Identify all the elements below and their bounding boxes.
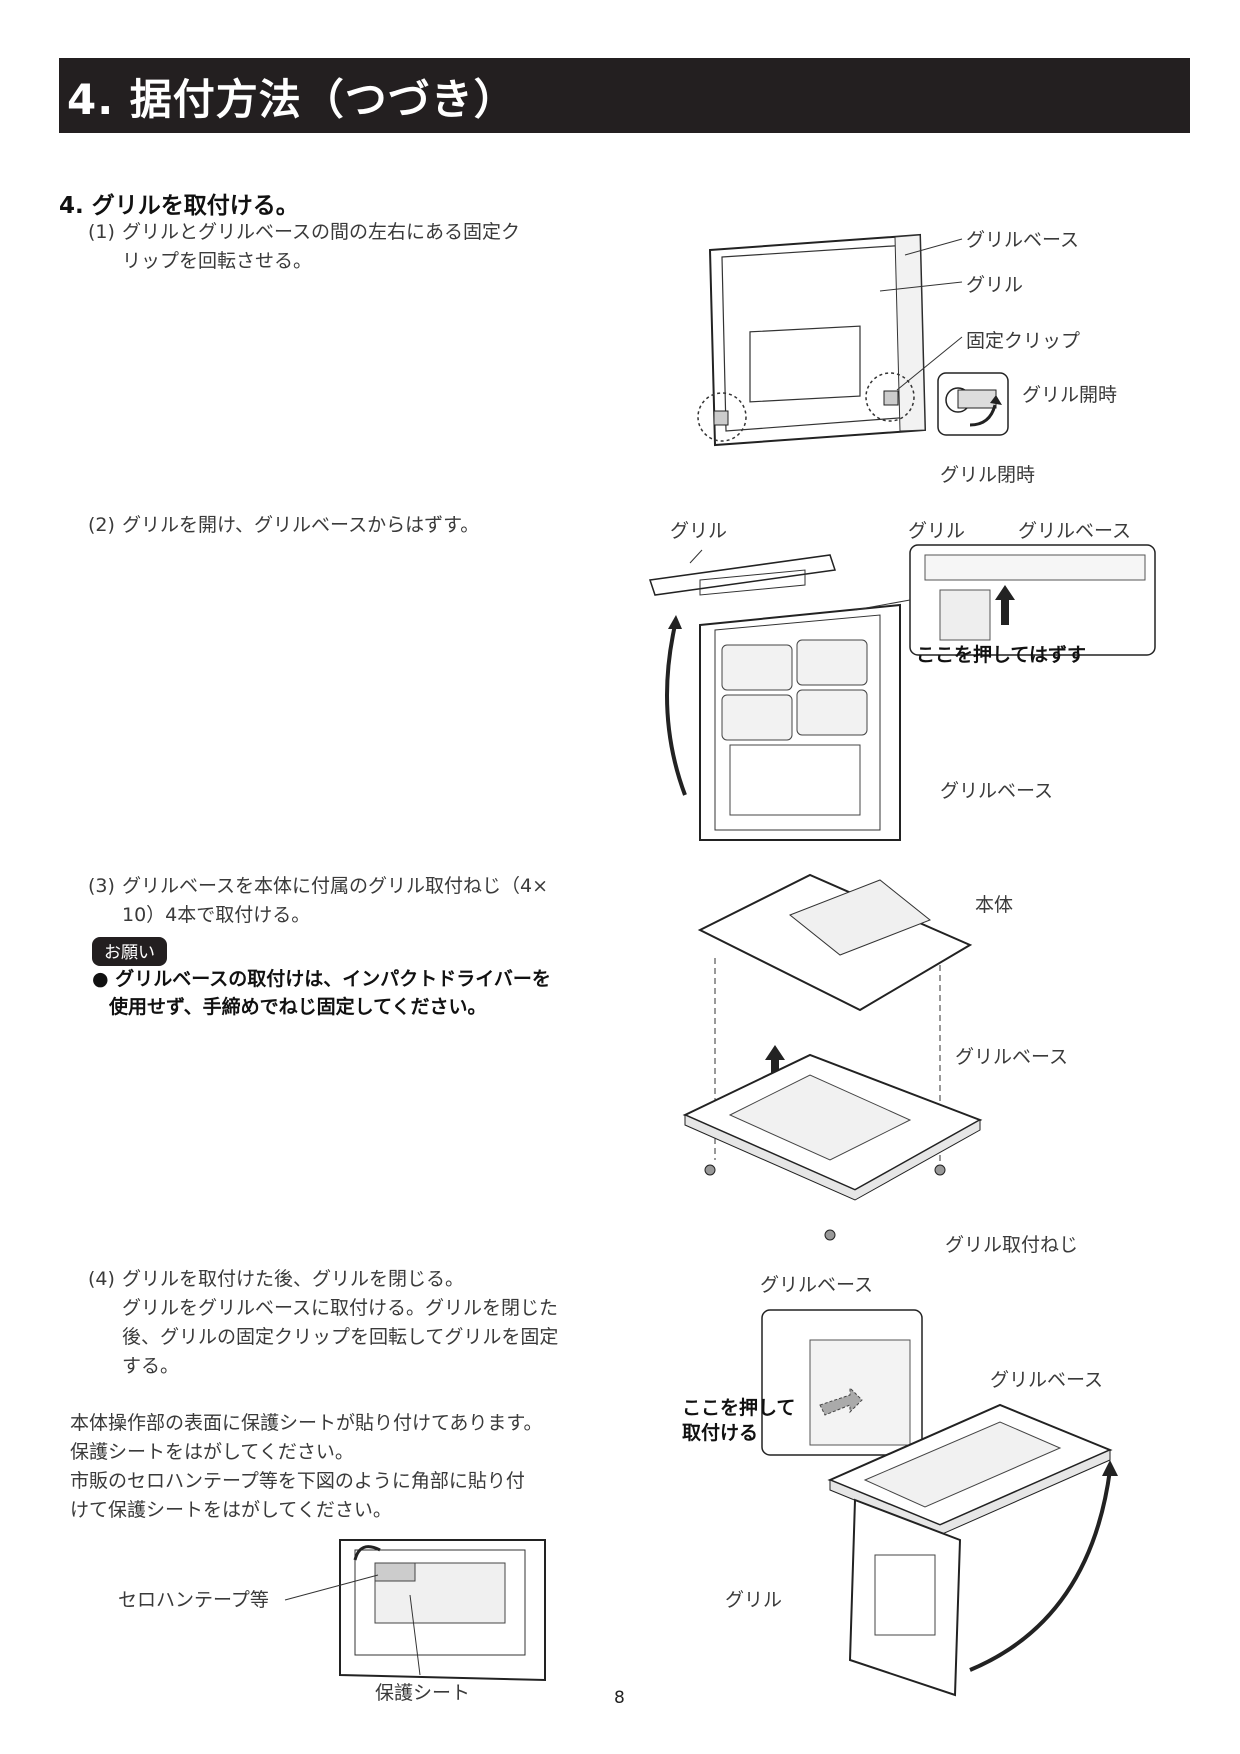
label-grille-closed: グリル閉時 bbox=[940, 464, 1036, 486]
figure-protect-sheet bbox=[284, 1539, 546, 1682]
label-push-attach: ここを押して bbox=[682, 1397, 796, 1419]
substep-line: グリルを取付けた後、グリルを閉じる。 bbox=[122, 1268, 465, 1290]
label-push-release: ここを押してはずす bbox=[916, 644, 1087, 666]
substep-3: (3) グリルベースを本体に付属のグリル取付ねじ（4× 10）4本で取付ける。 bbox=[88, 872, 548, 930]
substep-number: (4) bbox=[88, 1268, 115, 1290]
label-grille-base: グリルベース bbox=[1018, 520, 1132, 542]
note-line: 保護シートをはがしてください。 bbox=[70, 1441, 354, 1463]
substep-line: 10）4本で取付ける。 bbox=[122, 904, 311, 926]
label-grille-screw: グリル取付ねじ bbox=[945, 1234, 1079, 1256]
page-number: 8 bbox=[614, 1688, 625, 1708]
step-heading: 4. グリルを取付ける。 bbox=[59, 193, 299, 219]
label-grille-base: グリルベース bbox=[955, 1046, 1069, 1068]
figure-grille-clip bbox=[697, 233, 1009, 447]
figure-grille-attach bbox=[761, 1309, 1118, 1697]
protect-sheet-note: 本体操作部の表面に保護シートが貼り付けてあります。 保護シートをはがしてください… bbox=[70, 1409, 543, 1525]
substep-1: (1) グリルとグリルベースの間の左右にある固定ク リップを回転させる。 bbox=[88, 218, 520, 276]
label-push-attach: 取付ける bbox=[682, 1422, 759, 1444]
note-line: 市販のセロハンテープ等を下図のように角部に貼り付 bbox=[70, 1470, 525, 1492]
label-grille: グリル bbox=[725, 1589, 783, 1611]
page-title: 4. 据付方法（つづき） bbox=[67, 75, 517, 124]
substep-4: (4) グリルを取付けた後、グリルを閉じる。 グリルをグリルベースに取付ける。グ… bbox=[88, 1265, 558, 1381]
label-grille-base: グリルベース bbox=[966, 229, 1080, 251]
label-grille: グリル bbox=[908, 520, 966, 542]
substep-line: グリルを開け、グリルベースからはずす。 bbox=[122, 514, 480, 536]
figure-grille-open bbox=[649, 544, 1156, 841]
substep-2: (2) グリルを開け、グリルベースからはずす。 bbox=[88, 511, 479, 540]
substep-number: (3) bbox=[88, 875, 115, 897]
notice-line: 使用せず、手締めでねじ固定してください。 bbox=[109, 996, 487, 1018]
label-grille: グリル bbox=[966, 274, 1024, 296]
label-sheet: 保護シート bbox=[375, 1682, 471, 1704]
substep-line: する。 bbox=[122, 1355, 180, 1377]
substep-line: グリルベースを本体に付属のグリル取付ねじ（4× bbox=[122, 875, 549, 897]
substep-number: (2) bbox=[88, 514, 115, 536]
label-grille-base: グリルベース bbox=[940, 780, 1054, 802]
label-grille: グリル bbox=[670, 520, 728, 542]
notice-line: ● グリルベースの取付けは、インパクトドライバーを bbox=[92, 968, 551, 990]
label-tape: セロハンテープ等 bbox=[118, 1589, 269, 1611]
label-grille-base: グリルベース bbox=[760, 1274, 874, 1296]
substep-number: (1) bbox=[88, 221, 115, 243]
substep-line: グリルとグリルベースの間の左右にある固定ク bbox=[122, 221, 521, 243]
substep-line: 後、グリルの固定クリップを回転してグリルを固定 bbox=[122, 1326, 559, 1348]
substep-line: リップを回転させる。 bbox=[122, 250, 313, 272]
notice-badge: お願い bbox=[92, 937, 167, 966]
substep-line: グリルをグリルベースに取付ける。グリルを閉じた bbox=[122, 1297, 559, 1319]
label-body: 本体 bbox=[975, 894, 1014, 916]
note-line: けて保護シートをはがしてください。 bbox=[70, 1499, 392, 1521]
notice-text: ● グリルベースの取付けは、インパクトドライバーを 使用せず、手締めでねじ固定し… bbox=[92, 965, 551, 1021]
label-grille-open: グリル開時 bbox=[1022, 384, 1118, 406]
figure-body-assembly bbox=[682, 873, 983, 1241]
note-line: 本体操作部の表面に保護シートが貼り付けてあります。 bbox=[70, 1412, 543, 1434]
label-clip: 固定クリップ bbox=[966, 330, 1081, 352]
label-grille-base: グリルベース bbox=[990, 1369, 1104, 1391]
section-banner: 4. 据付方法（つづき） bbox=[59, 58, 1190, 133]
